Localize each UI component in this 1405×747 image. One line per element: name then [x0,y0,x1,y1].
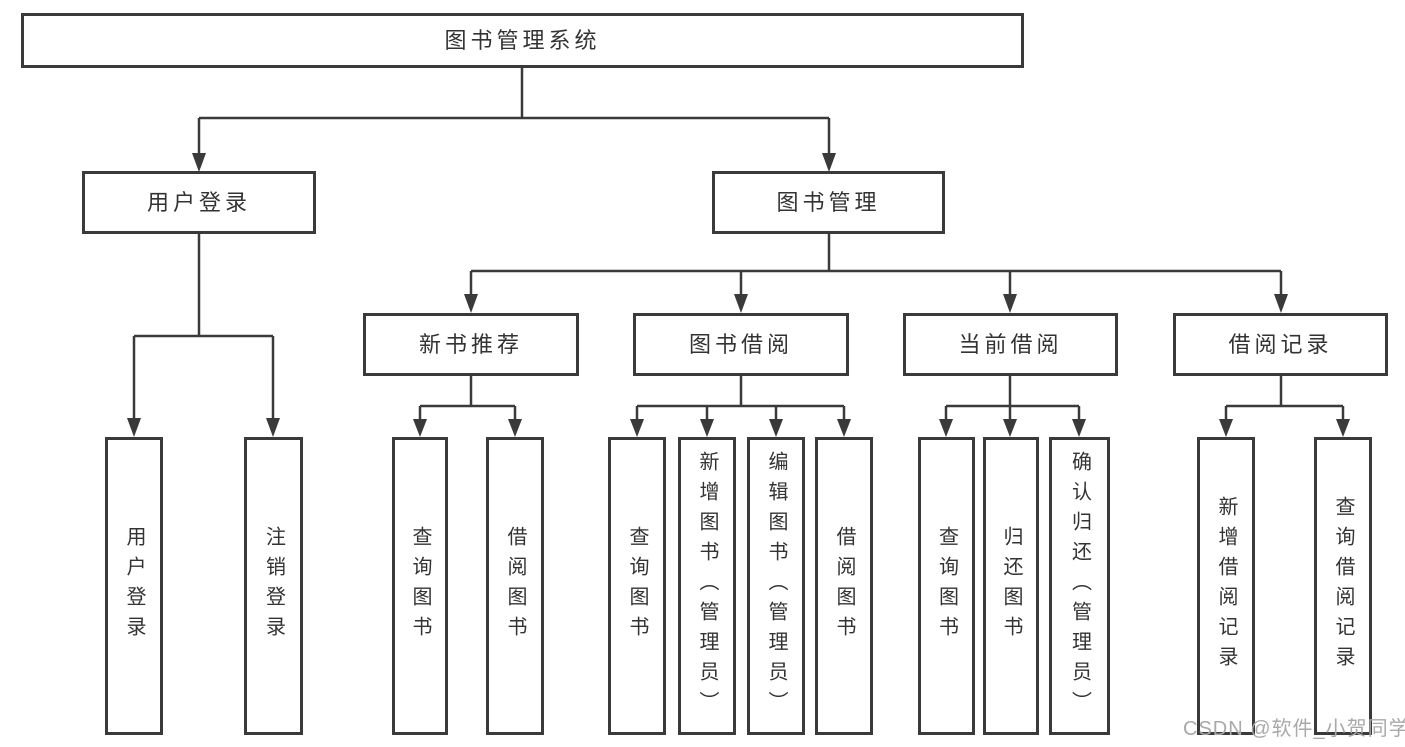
arrowhead [266,418,280,437]
leaf-borrow-books-recommend: 借阅图书 [486,437,544,735]
leaf-logout-label: 注销登录 [262,526,285,646]
leaf-confirm-return-admin-label: 确认归还（管理员） [1068,451,1091,721]
leaf-user-login: 用户登录 [105,437,163,735]
connector-line [1224,376,1345,419]
arrowhead [1003,294,1017,313]
node-new-book-recommendation: 新书推荐 [363,313,579,376]
node-root: 图书管理系统 [21,13,1024,68]
connector-root-to-level2 [192,68,836,172]
connector-user-login-to-leaves [127,234,280,437]
leaf-query-books-recommend-label: 查询图书 [409,526,431,646]
arrowhead [508,419,522,437]
leaf-borrow-books-borrowing-label: 借阅图书 [833,526,855,646]
connector-line [635,376,846,419]
arrowhead [734,294,748,313]
leaf-query-books-recommend: 查询图书 [392,437,448,735]
connector-book-management-to-level3 [464,234,1288,313]
leaf-add-borrow-record-label: 新增借阅记录 [1215,496,1237,676]
leaf-return-books-label: 归还图书 [1000,526,1022,646]
arrowhead [630,419,644,437]
node-book-management: 图书管理 [712,171,945,234]
connector-line [944,376,1081,419]
connector-line [418,376,517,419]
arrowhead [1336,419,1350,437]
connector-line [197,68,831,153]
leaf-query-books-current-label: 查询图书 [935,526,958,646]
node-book-management-label: 图书管理 [776,189,881,215]
connector-line [469,234,1283,294]
node-borrowing-records: 借阅记录 [1173,313,1388,376]
arrowhead [822,153,836,172]
leaf-add-books-admin: 新增图书（管理员） [678,437,736,735]
node-current-borrowing-label: 当前借阅 [958,331,1063,357]
node-user-login-label: 用户登录 [146,189,251,215]
leaf-borrow-books-borrowing: 借阅图书 [815,437,873,735]
leaf-edit-books-admin: 编辑图书（管理员） [747,437,805,735]
connector-book-borrowing-to-leaves [630,376,851,437]
leaf-edit-books-admin-label: 编辑图书（管理员） [765,451,787,721]
leaf-add-borrow-record: 新增借阅记录 [1197,437,1255,735]
leaf-logout: 注销登录 [244,437,303,735]
leaf-add-books-admin-label: 新增图书（管理员） [696,451,718,721]
arrowhead [1219,419,1233,437]
node-user-login: 用户登录 [82,171,316,234]
node-book-borrowing-label: 图书借阅 [688,331,793,357]
connector-current-borrowing-to-leaves [939,376,1086,437]
arrowhead [413,419,427,437]
node-book-borrowing: 图书借阅 [633,313,849,376]
arrowhead [1003,419,1017,437]
leaf-query-borrow-record: 查询借阅记录 [1314,437,1372,735]
leaf-return-books: 归还图书 [983,437,1039,735]
leaf-borrow-books-recommend-label: 借阅图书 [504,526,526,646]
leaf-query-books-current: 查询图书 [918,437,975,735]
connector-line [132,234,275,418]
leaf-confirm-return-admin: 确认归还（管理员） [1049,437,1110,735]
node-borrowing-records-label: 借阅记录 [1228,331,1333,357]
arrowhead [837,419,851,437]
watermark: CSDN @软件_小贺同学 [1183,718,1405,740]
arrowhead [1072,419,1086,437]
arrowhead [192,153,206,172]
arrowhead [769,419,783,437]
node-new-book-recommendation-label: 新书推荐 [418,331,523,357]
arrowhead [127,418,141,437]
leaf-query-books-borrowing: 查询图书 [608,437,666,735]
connector-new-book-recommendation-to-leaves [413,376,522,437]
arrowhead [700,419,714,437]
node-current-borrowing: 当前借阅 [903,313,1118,376]
leaf-user-login-label: 用户登录 [123,526,145,646]
arrowhead [939,419,953,437]
arrowhead [464,294,478,313]
arrowhead [1274,294,1288,313]
leaf-query-books-borrowing-label: 查询图书 [626,526,648,646]
connector-borrowing-records-to-leaves [1219,376,1350,437]
node-root-label: 图书管理系统 [444,27,601,53]
leaf-query-borrow-record-label: 查询借阅记录 [1332,496,1354,676]
